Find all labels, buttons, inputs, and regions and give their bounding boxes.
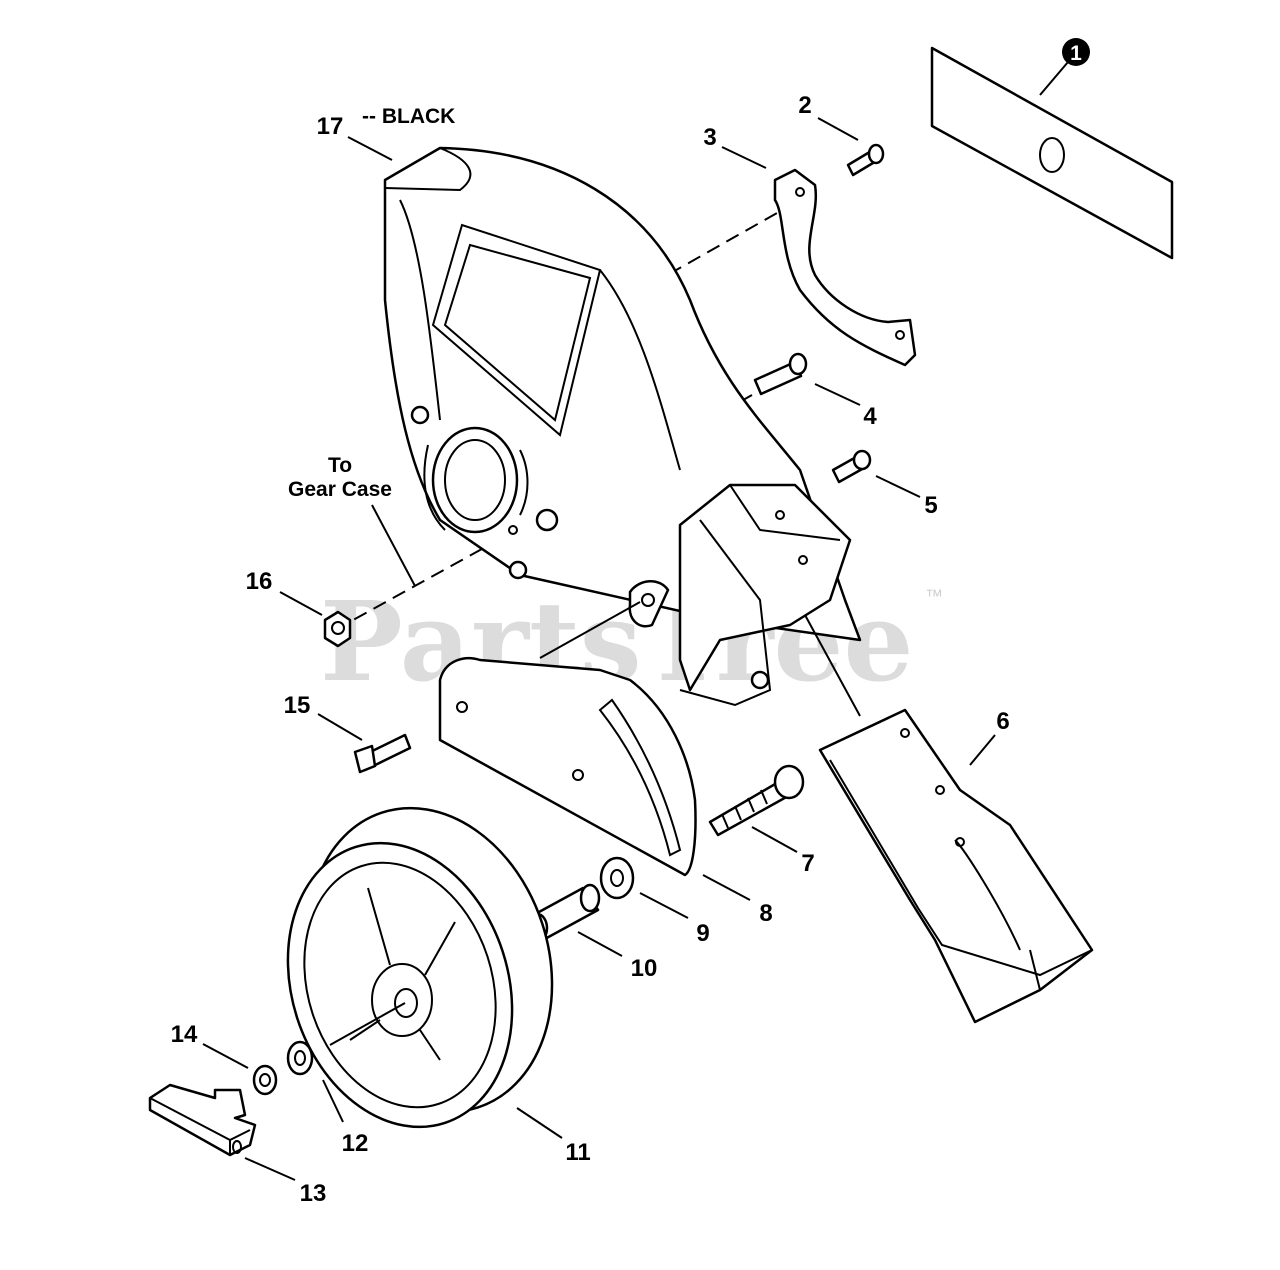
leader-12 [322,1079,344,1123]
leader-gear-case [371,504,416,587]
callout-8: 8 [759,900,772,927]
part-15-bolt [353,733,412,774]
watermark-trademark: ™ [925,586,943,606]
leader-13 [244,1157,296,1181]
callout-12: 12 [342,1130,369,1157]
part-8-side-plate [438,656,697,877]
callout-11: 11 [565,1139,590,1166]
part-3-bracket [773,168,917,367]
callout-10: 10 [631,955,658,982]
callout-1: 1 [1070,42,1082,65]
leader-16 [279,591,323,616]
leader-5 [875,475,921,498]
part-16-nut [323,610,352,648]
part-11-wheel [286,806,554,1129]
part-12-washer [286,1040,314,1076]
part-7-carriage-bolt [708,764,805,837]
part-14-nut [252,1064,278,1096]
callout-9: 9 [696,920,709,947]
part-6-shield [818,708,1094,1024]
leader-4 [814,383,861,406]
part-13-knob [148,1083,257,1157]
leader-17 [347,136,393,161]
callout-4: 4 [863,403,877,430]
leader-axle [329,1002,406,1046]
callout-14: 14 [171,1021,198,1048]
color-note: -- BLACK [362,105,455,128]
leader-15 [317,713,363,741]
leader-3 [721,146,767,169]
leader-11 [516,1107,563,1139]
callout-3: 3 [703,124,716,151]
callout-15: 15 [284,692,311,719]
callout-13: 13 [300,1180,327,1207]
part-9-washer [599,856,635,900]
callout-1-badge [1062,38,1090,66]
callout-6: 6 [996,708,1009,735]
callout-17: 17 [317,113,344,140]
callout-5: 5 [924,492,937,519]
callout-2: 2 [798,92,811,119]
leader-6-bracket [804,614,861,717]
part-2-bolt [846,143,885,177]
leader-1 [1039,61,1069,96]
callout-16: 16 [246,568,273,595]
leader-2 [817,117,859,141]
part-5-bolt [831,449,872,484]
leader-6 [969,734,996,766]
part-guard-bracket [628,483,852,707]
leader-10 [577,931,623,957]
gear-case-note-line2: Gear Case [288,478,392,501]
leader-8 [702,874,751,901]
part-1-plate [930,46,1174,260]
leader-14 [202,1043,249,1069]
leader-8-bracket [539,601,641,659]
callout-7: 7 [801,850,814,877]
part-4-bolt [753,352,808,396]
leader-7 [751,826,798,853]
gear-case-note-line1: To [328,454,352,477]
leader-9 [639,892,689,919]
